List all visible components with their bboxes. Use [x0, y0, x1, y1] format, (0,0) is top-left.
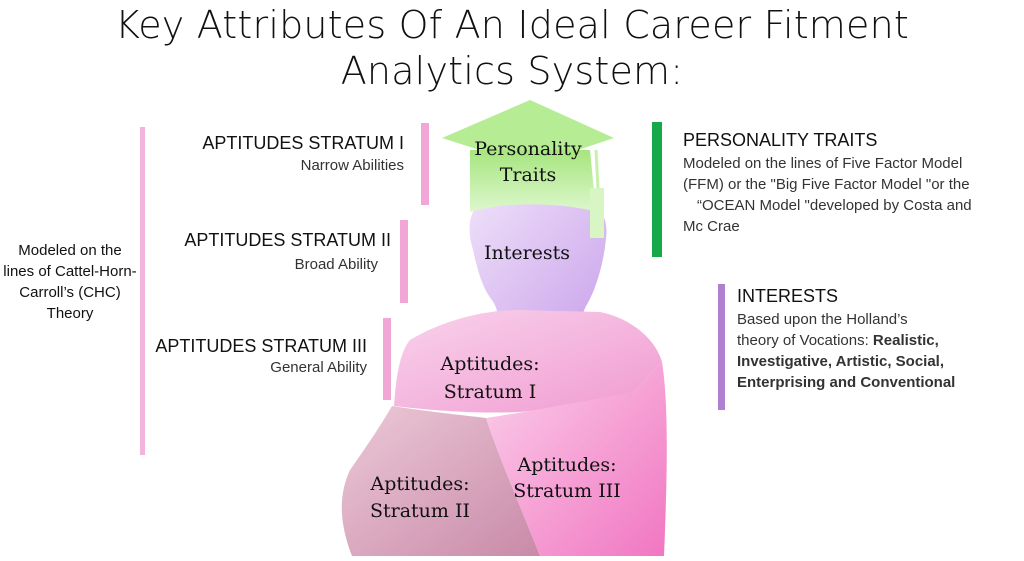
stratum-1-sub: Narrow Abilities: [300, 157, 404, 174]
right-body-label-1: Aptitudes:: [516, 454, 616, 476]
stratum-2-sub: Broad Ability: [294, 256, 378, 273]
right-body-label-2: Stratum III: [513, 480, 621, 502]
cap-base: [470, 150, 596, 212]
cap-label-1: Personality: [474, 138, 582, 160]
stratum-2-bar: [400, 220, 408, 303]
tassel-cord: [594, 149, 600, 189]
interests-heading: INTERESTS: [737, 286, 839, 306]
interests-line-4: Enterprising and Conventional: [737, 374, 956, 391]
interests-bar: [718, 284, 725, 410]
personality-line-1: Modeled on the lines of Five Factor Mode…: [683, 155, 963, 172]
stratum-1-heading: APTITUDES STRATUM I: [202, 133, 404, 153]
personality-block: PERSONALITY TRAITS Modeled on the lines …: [683, 130, 1023, 237]
tassel: [590, 188, 604, 238]
page-title: Key Attributes Of An Ideal Career Fitmen…: [0, 2, 1024, 94]
shoulder-label-2: Stratum I: [444, 381, 537, 403]
interests-line-1: Based upon the Holland’s: [737, 311, 908, 328]
stratum-2-heading: APTITUDES STRATUM II: [184, 230, 391, 250]
title-line-2: Analytics System:: [340, 49, 684, 93]
left-body-label-1: Aptitudes:: [369, 473, 469, 495]
chc-bracket-bar: [140, 127, 145, 455]
interests-line-2-plain: theory of Vocations:: [737, 332, 873, 349]
title-line-1: Key Attributes Of An Ideal Career Fitmen…: [115, 3, 909, 47]
personality-line-4: Mc Crae: [683, 218, 740, 235]
left-body-label-2: Stratum II: [370, 500, 470, 522]
right-body-shape: [486, 362, 667, 556]
stratum-3-bar: [383, 318, 391, 400]
interests-block: INTERESTS Based upon the Holland’s theor…: [737, 286, 1022, 393]
personality-heading: PERSONALITY TRAITS: [683, 130, 878, 150]
stratum-1-bar: [421, 123, 429, 205]
shoulder-label-1: Aptitudes:: [439, 353, 539, 375]
interests-line-2-bold: Realistic,: [872, 332, 939, 349]
cap-label-2: Traits: [500, 164, 557, 186]
shoulder-shape: [394, 310, 662, 413]
personality-line-3: “OCEAN Model "developed by Costa and: [697, 197, 972, 214]
stratum-3-sub: General Ability: [270, 359, 367, 376]
interests-line-2: theory of Vocations: Realistic,: [737, 330, 1022, 351]
stratum-3-heading: APTITUDES STRATUM III: [155, 336, 367, 356]
head-label: Interests: [484, 242, 570, 264]
personality-bar: [652, 122, 662, 257]
personality-line-2: (FFM) or the "Big Five Factor Model "or …: [683, 176, 970, 193]
chc-theory-note: Modeled on the lines of Cattel-Horn-Carr…: [3, 242, 137, 322]
interests-line-3: Investigative, Artistic, Social,: [737, 353, 945, 370]
cap-top: [442, 100, 614, 166]
head-shape: [469, 185, 607, 340]
left-body-shape: [341, 406, 540, 556]
